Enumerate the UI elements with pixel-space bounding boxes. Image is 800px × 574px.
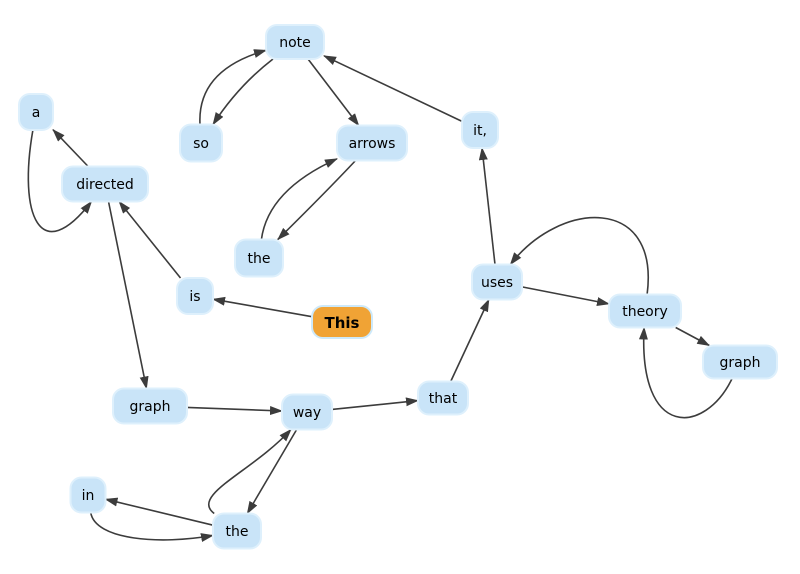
node-box-so[interactable] [179,123,223,163]
node-label-note: note [279,35,311,51]
node-label-it: it, [473,123,487,139]
node-box-theory[interactable] [608,293,682,329]
node-theory[interactable]: theory [608,293,682,329]
node-box-way[interactable] [281,393,333,431]
node-label-in: in [82,488,95,504]
edge-This-is [212,296,313,318]
edge-uses-it [478,147,496,265]
node-label-uses: uses [481,275,513,291]
edge-note-arrows [307,58,360,127]
node-so[interactable]: so [179,123,223,163]
edge-so-note [199,49,267,125]
node-box-that[interactable] [417,380,469,416]
edge-the2-way [207,428,292,515]
node-label-the2: the [226,524,249,540]
edge-uses-theory [521,286,610,307]
node-directed[interactable]: directed [61,165,149,203]
edges-layer [27,49,733,542]
node-uses[interactable]: uses [471,263,523,301]
node-label-way: way [293,405,321,421]
node-label-arrows: arrows [349,136,396,152]
node-box-the1[interactable] [234,238,284,278]
node-box-arrows[interactable] [336,124,408,162]
node-box-graph2[interactable] [702,344,778,380]
node-in[interactable]: in [69,476,107,514]
node-label-graph2: graph [720,355,761,371]
node-label-theory: theory [622,304,668,320]
node-box-a[interactable] [18,93,54,131]
node-This[interactable]: This [311,305,373,339]
node-label-graph1: graph [130,399,171,415]
node-a[interactable]: a [18,93,54,131]
node-graph2[interactable]: graph [702,344,778,380]
node-that[interactable]: that [417,380,469,416]
node-label-a: a [32,105,41,121]
edge-arrows-the1 [277,159,357,241]
node-graph1[interactable]: graph [112,387,188,425]
node-label-directed: directed [76,177,134,193]
node-label-that: that [429,391,458,407]
edge-the2-in [104,497,214,526]
node-it[interactable]: it, [461,111,499,149]
edge-way-that [331,397,419,411]
node-label-so: so [193,136,209,152]
node-label-the1: the [248,251,271,267]
edge-is-directed [118,200,182,279]
edge-directed-graph1 [107,201,149,390]
node-box-note[interactable] [265,24,325,60]
edge-theory-uses [509,216,650,295]
node-the2[interactable]: the [212,512,262,550]
edge-the1-arrows [260,158,338,240]
node-way[interactable]: way [281,393,333,431]
node-box-graph1[interactable] [112,387,188,425]
node-box-This[interactable] [311,305,373,339]
node-box-it[interactable] [461,111,499,149]
edge-it-note [323,55,463,123]
edge-a-directed [27,129,93,233]
edge-directed-a [52,128,89,168]
node-arrows[interactable]: arrows [336,124,408,162]
edge-in-the2 [89,512,214,542]
edge-that-uses [449,298,490,382]
edge-note-so [212,58,274,126]
edge-graph1-way [186,406,283,416]
node-box-directed[interactable] [61,165,149,203]
edge-way-the2 [246,429,298,515]
node-label-This: This [325,314,360,332]
node-box-the2[interactable] [212,512,262,550]
node-is[interactable]: is [176,277,214,315]
node-box-in[interactable] [69,476,107,514]
node-box-uses[interactable] [471,263,523,301]
node-the1[interactable]: the [234,238,284,278]
edge-graph2-theory [638,326,733,419]
node-label-is: is [189,289,200,305]
edge-theory-graph2 [675,326,711,347]
node-note[interactable]: note [265,24,325,60]
node-box-is[interactable] [176,277,214,315]
